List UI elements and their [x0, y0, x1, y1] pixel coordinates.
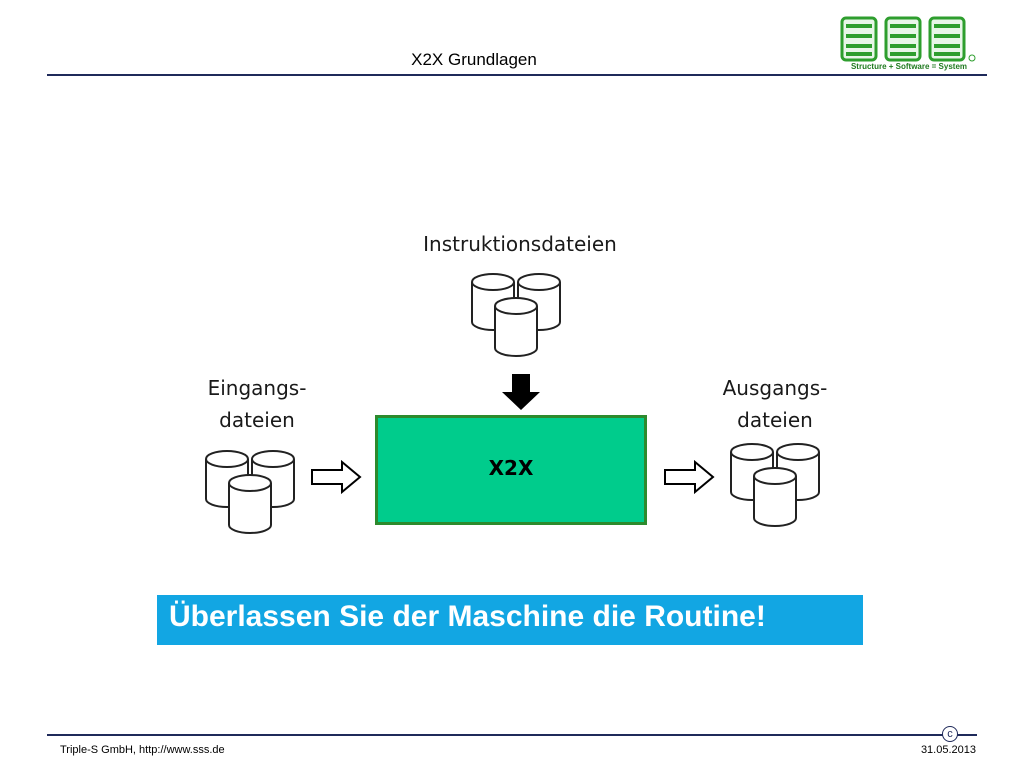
instructions-label-text: Instruktionsdateien [423, 232, 617, 256]
output-files-label-line1: Ausgangs- [722, 376, 828, 400]
slide-title: X2X Grundlagen [411, 50, 537, 69]
arrow-right-input-icon [311, 460, 362, 494]
input-database-icon [205, 450, 295, 534]
arrow-down-icon [502, 374, 540, 410]
x2x-processor-box: X2X [375, 415, 647, 525]
output-files-label-line2: dateien [737, 408, 813, 432]
footer-date: 31.05.2013 [920, 744, 976, 756]
slogan-banner: Überlassen Sie der Maschine die Routine! [157, 595, 863, 645]
instructions-label: Instruktionsdateien [380, 228, 660, 260]
sss-logo [840, 16, 976, 62]
logo-tagline: Structure + Software = System [850, 62, 968, 71]
header-divider [47, 74, 987, 76]
arrow-right-output-icon [664, 460, 715, 494]
output-files-label: Ausgangs- dateien [675, 372, 875, 436]
instructions-database-icon [471, 273, 561, 357]
input-files-label-line1: Eingangs- [207, 376, 307, 400]
input-files-label-line2: dateien [219, 408, 295, 432]
output-database-icon [730, 443, 820, 527]
footer-company: Triple-S GmbH, http://www.sss.de [60, 744, 225, 756]
copyright-icon: c [942, 726, 958, 742]
x2x-label: X2X [488, 456, 534, 480]
slogan-text: Überlassen Sie der Maschine die Routine! [169, 600, 766, 633]
input-files-label: Eingangs- dateien [157, 372, 357, 436]
footer-divider [47, 734, 977, 736]
